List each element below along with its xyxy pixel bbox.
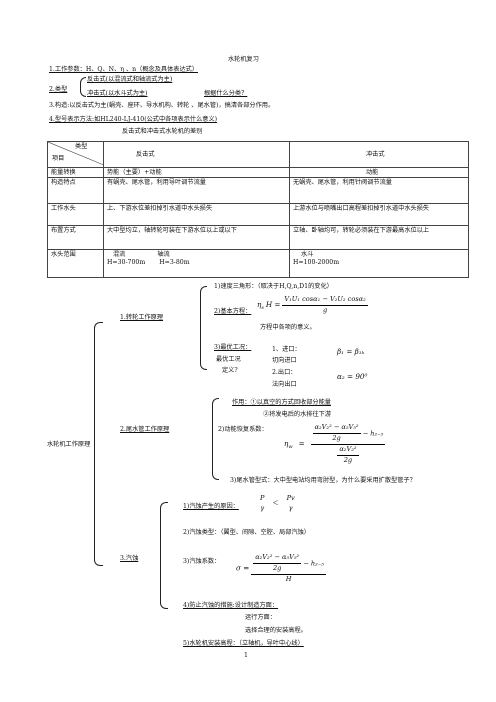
row-item: 工作水头 — [47, 203, 104, 227]
table-row: 工作水头 上、下游水位差扣掉引水道中水头损失 上游水位与喷嘴出口高程差扣掉引水道… — [47, 203, 469, 227]
page-title: 水轮机复习 — [228, 56, 259, 63]
s3-cause: 1)汽蚀产生的原因： — [183, 503, 239, 510]
s3-install-elevation: 5)水轮机安装高程：（立轴机，导叶中心线） — [183, 640, 304, 647]
row-reaction: 大中型均立，轴转轮可装在下游水位以上或以下 — [103, 225, 290, 251]
item-2-impulse: 冲击式(以水斗式为主) — [87, 90, 148, 97]
s2-recovery-coef: 2)动能恢复系数： — [218, 426, 268, 433]
row-impulse: 动能 — [289, 166, 469, 179]
s3-prevention-elevation: 选择合理的安装高程。 — [245, 627, 307, 634]
s3-types: 2)汽蚀类型：（翼型、间隙、空腔、局部汽蚀） — [183, 529, 310, 536]
s3-prevention-operation: 运行方面： — [245, 614, 276, 621]
row-item: 布置方式 — [47, 225, 104, 251]
s1-outlet: 2.出口： — [272, 369, 297, 376]
diagonal-line — [48, 142, 103, 165]
header-reaction: 反击式 — [103, 141, 290, 168]
s3-coefficient: 3)汽蚀系数： — [183, 558, 221, 565]
s2-function: 作用：①以真空的方式回收部分能量 — [232, 399, 331, 406]
row-reaction: 有蜗壳、尾水管，利用导叶调节流量 — [103, 177, 290, 205]
item-2-reaction: 反击式(以混流式和轴流式为主) — [87, 76, 173, 83]
row-item: 构造特点 — [47, 177, 104, 205]
s1-outlet-desc: 法向出口 — [272, 381, 297, 388]
s1-inlet: 1、进口： — [272, 346, 301, 353]
item-2-label: 2.类型 — [49, 86, 68, 93]
s1-velocity-triangle: 1)速度三角形：（取决于H,Q,n,D1的变化） — [214, 283, 333, 290]
item-4-model-code: 4.型号表示方法:如HL240-LJ-410(公式中各项表示什么意义) — [49, 116, 218, 123]
header-item: 项目 — [52, 155, 65, 162]
s3-label: 3.汽蚀 — [120, 555, 139, 562]
s3-brace — [160, 502, 168, 609]
header-type: 类型 — [75, 143, 88, 150]
s1-optimal-def-q: 定义? — [222, 367, 238, 374]
item-2-question: 根据什么分类？ — [204, 90, 248, 97]
s1-basic-equation: 2)基本方程： — [214, 308, 252, 315]
row-reaction: 上、下游水位差扣掉引水道中水头损失 — [103, 203, 290, 227]
row-reaction: 势能（主要）+动能 — [103, 166, 290, 179]
table-row: 布置方式 大中型均立，轴转轮可装在下游水位以上或以下 立轴、卧轴均可，转轮必须装… — [47, 225, 469, 251]
row-impulse: 上游水位与喷嘴出口高程差扣掉引水道中水头损失 — [289, 203, 469, 227]
root-brace — [94, 322, 103, 566]
page-number: 1 — [244, 652, 248, 659]
row-impulse: 立轴、卧轴均可，转轮必须装在下游最高水位以上 — [289, 225, 469, 251]
s3-prevention: 4)防止汽蚀的措施:设计制造方面： — [183, 602, 279, 609]
row-impulse: 无蜗壳、尾水管，利用针阀调节流量 — [289, 177, 469, 205]
comparison-table: 类型 项目 反击式 冲击式 能量转换 势能（主要）+动能 动能 构造特点 有蜗壳… — [47, 141, 469, 279]
item-2-brace — [80, 77, 86, 97]
s1-optimal-condition: 3)最优工况： — [214, 344, 252, 351]
item-3-structure: 3.构造:以反击式为主(蜗壳、座环、导水机构、转轮 、尾水管)，搞清各部分作用。 — [49, 102, 275, 109]
table-header-row: 类型 项目 反击式 冲击式 — [47, 141, 469, 168]
s2-function-2: ②将发电后的水排往下游 — [263, 411, 332, 418]
header-diagonal-cell: 类型 项目 — [47, 141, 104, 168]
s1-optimal-def: 最优工况 — [216, 356, 241, 363]
s1-inlet-desc: 切向进口 — [272, 357, 297, 364]
s2-label: 2.尾水管工作原理 — [120, 426, 170, 433]
table-caption: 反击式和冲击式水轮机的差别 — [122, 128, 203, 135]
s1-inlet-eq: β₁ = β₁ₖ — [337, 347, 365, 356]
table-row: 能量转换 势能（主要）+动能 动能 — [47, 166, 469, 179]
row-item: 水头范围 — [47, 249, 104, 279]
s1-outlet-eq: α₂ = 90⁰ — [337, 372, 368, 381]
tree-root: 水轮机工作原理 — [47, 441, 91, 448]
s1-equation-note: 方程中各项的意义。 — [260, 324, 316, 331]
s2-tube-type: 3)尾水管型式：大中型电站均用弯肘型，为什么要采用扩散型管子？ — [230, 477, 416, 484]
table-row: 构造特点 有蜗壳、尾水管，利用导叶调节流量 无蜗壳、尾水管，利用针阀调节流量 — [47, 177, 469, 205]
row-item: 能量转换 — [47, 166, 104, 179]
header-impulse: 冲击式 — [289, 141, 469, 168]
row-impulse: 水斗 H=100-2000m — [289, 249, 469, 279]
s1-label: 1.转轮工作原理 — [120, 314, 164, 321]
item-1-work-params: 1.工作参数：H、Q、N、η 、n（概念及具体表达式） — [49, 66, 199, 73]
s2-brace — [212, 398, 219, 480]
s1-brace — [200, 286, 207, 370]
